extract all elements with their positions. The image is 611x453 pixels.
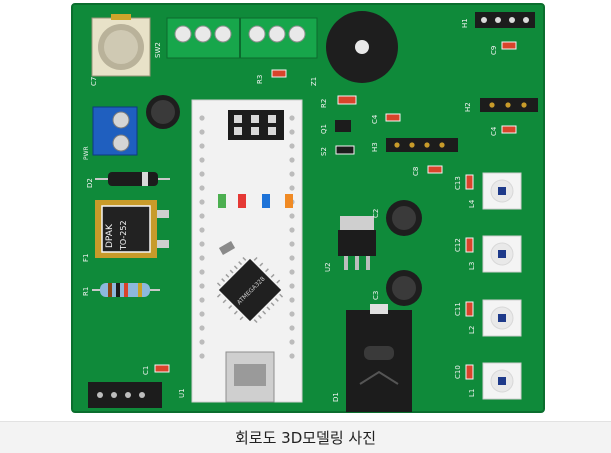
- regulator-f1: DPAK TO-252: [95, 200, 169, 258]
- label-c11: C11: [454, 302, 462, 316]
- label-c4b: C4: [490, 126, 498, 136]
- label-sw2: SW2: [154, 42, 162, 58]
- smd-r2-a: [337, 95, 357, 105]
- rgb-led-icon: [482, 362, 522, 400]
- label-l4: L4: [468, 199, 476, 208]
- label-c7: C7: [90, 77, 98, 86]
- smd-c11: [465, 301, 474, 317]
- label-h3: H3: [371, 142, 379, 152]
- dc-jack-d1: [346, 304, 412, 412]
- label-s2: S2: [320, 147, 328, 156]
- smd-c10: [465, 364, 474, 380]
- smd-c13: [465, 174, 474, 190]
- header-h2: [480, 98, 538, 112]
- label-c2: C2: [372, 209, 380, 218]
- diode-d2: [95, 172, 170, 186]
- label-q1: Q1: [320, 124, 328, 134]
- rgb-led-icon: [482, 235, 522, 273]
- smd-r3: [271, 69, 287, 78]
- figure-caption: 회로도 3D모델링 사진: [234, 429, 377, 447]
- label-h2: H2: [464, 102, 472, 112]
- to252-text: TO-252: [119, 220, 128, 251]
- connector-bottom-left: [88, 382, 162, 408]
- smd-c4a: [385, 113, 401, 122]
- label-c3: C3: [372, 291, 380, 300]
- dpak-text: DPAK: [105, 223, 115, 248]
- smd-c12: [465, 237, 474, 253]
- label-f1: F1: [82, 254, 90, 262]
- label-l3: L3: [468, 262, 476, 270]
- label-u1: U1: [178, 388, 186, 398]
- caption-bar: 회로도 3D모델링 사진: [0, 421, 611, 453]
- arduino-nano: ATMEGA328: [191, 99, 303, 403]
- label-h1: H1: [461, 18, 469, 28]
- header-h3: [386, 138, 458, 152]
- smd-c9: [501, 41, 517, 50]
- terminal-pwr: [92, 106, 138, 156]
- label-r3: R3: [256, 75, 264, 84]
- capacitor-c6: [146, 95, 180, 129]
- label-l2: L2: [468, 326, 476, 334]
- pcb-svg: C7 SW2 Z1 H1 C9 R3 PWR: [71, 3, 545, 413]
- label-l1: L1: [468, 389, 476, 397]
- terminal-sw2: [166, 17, 318, 59]
- smd-q1: [335, 120, 351, 132]
- header-h1: [475, 12, 535, 28]
- label-u2: U2: [324, 262, 332, 272]
- regulator-u2: [338, 216, 376, 270]
- label-d1: D1: [332, 392, 340, 402]
- pcb-board: [72, 4, 544, 412]
- capacitor-c2: [386, 200, 422, 236]
- label-c12: C12: [454, 238, 462, 252]
- label-c4a: C4: [371, 114, 379, 124]
- label-pwr: PWR: [83, 146, 90, 160]
- smd-c1: [154, 364, 170, 373]
- label-r1: R1: [82, 287, 90, 296]
- label-d2: D2: [86, 178, 94, 188]
- rgb-led-icon: [482, 299, 522, 337]
- label-c8: C8: [412, 167, 420, 176]
- capacitor-c3: [386, 270, 422, 306]
- smd-c8: [427, 165, 443, 174]
- label-z1: Z1: [310, 77, 318, 86]
- buzzer-icon: [326, 11, 398, 83]
- resistor-r1: [92, 283, 160, 297]
- label-c9: C9: [490, 46, 498, 55]
- capacitor-c7: [91, 14, 151, 77]
- rgb-led-icon: [482, 172, 522, 210]
- label-c13: C13: [454, 176, 462, 190]
- smd-s2: [335, 145, 355, 155]
- label-r2: R2: [320, 99, 328, 108]
- label-c1: C1: [142, 366, 150, 375]
- smd-c4b: [501, 125, 517, 134]
- label-c10: C10: [454, 365, 462, 379]
